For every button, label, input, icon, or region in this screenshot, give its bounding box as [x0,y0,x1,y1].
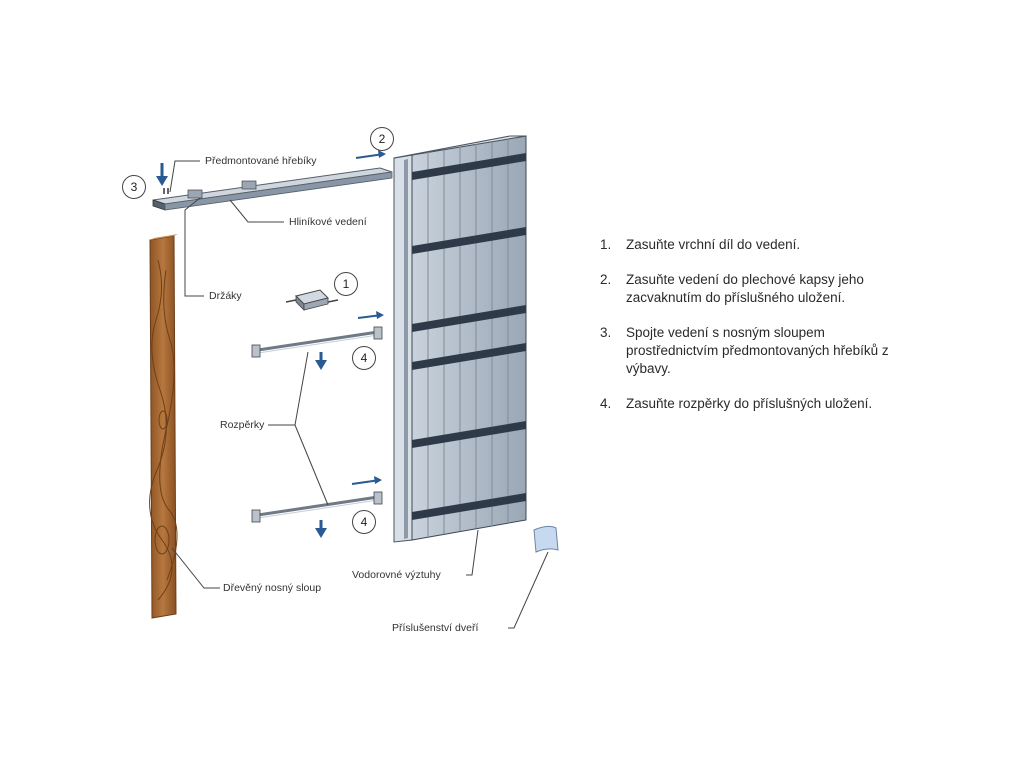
callout-step-4-upper: 4 [352,346,376,370]
instruction-step: 1. Zasuňte vrchní díl do vedení. [600,236,920,254]
callout-step-2: 2 [370,127,394,151]
step-number: 4. [600,396,612,411]
step-text: Zasuňte vedení do plechové kapsy jeho za… [626,272,864,305]
instruction-step: 3. Spojte vedení s nosným sloupem prostř… [600,324,920,378]
pocket-frame [393,135,527,543]
step-number: 1. [600,237,612,252]
label-wooden-post: Dřevěný nosný sloup [223,582,322,594]
door-accessories [533,525,559,553]
label-door-accessories: Příslušenství dveří [392,622,479,634]
instruction-list: 1. Zasuňte vrchní díl do vedení. 2. Zasu… [600,236,920,430]
step-number: 3. [600,325,612,340]
callout-step-4-lower: 4 [352,510,376,534]
instruction-step: 4. Zasuňte rozpěrky do příslušných ulože… [600,395,920,413]
arrow-down-icon [156,163,169,194]
label-horizontal-stiffeners: Vodorovné výztuhy [352,569,441,581]
callout-step-1: 1 [334,272,358,296]
label-spacers: Rozpěrky [220,419,265,431]
label-aluminium-rail: Hliníkové vedení [289,216,367,228]
step-text: Zasuňte vrchní díl do vedení. [626,237,801,252]
holder-bracket [285,289,339,311]
arrow-right-icon [355,150,386,159]
wooden-post [149,234,178,619]
label-holders: Držáky [209,290,242,302]
callout-step-3: 3 [122,175,146,199]
spacer-bar-upper [251,311,384,370]
spacer-bar-lower [251,476,383,538]
leader-lines [169,160,549,629]
label-preassembled-nails: Předmontované hřebíky [205,155,317,167]
aluminium-rail [152,167,393,211]
step-number: 2. [600,272,612,287]
step-text: Spojte vedení s nosným sloupem prostředn… [626,325,889,376]
instruction-step: 2. Zasuňte vedení do plechové kapsy jeho… [600,271,920,307]
step-text: Zasuňte rozpěrky do příslušných uložení. [626,396,873,411]
